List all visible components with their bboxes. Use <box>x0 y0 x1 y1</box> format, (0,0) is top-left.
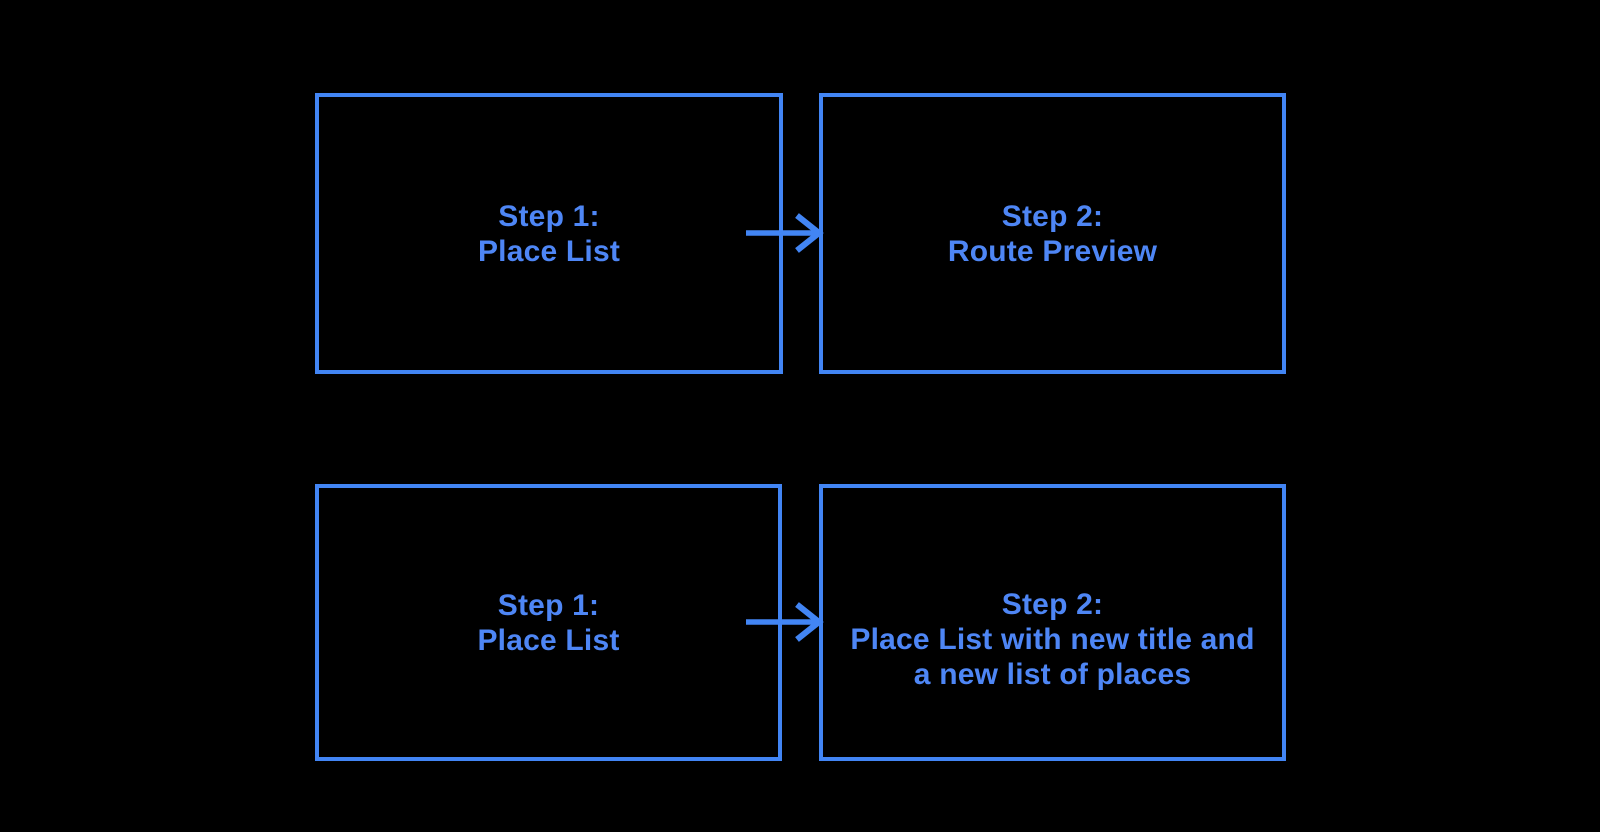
right-arrow-icon <box>746 213 824 253</box>
flow2-step1-place-list-box: Step 1: Place List <box>315 484 782 761</box>
box-label-line: Place List with new title and <box>850 623 1255 656</box>
box-label-line: Step 1: <box>498 199 600 233</box>
right-arrow-icon <box>746 602 824 642</box>
flow1-step2-route-preview-box: Step 2: Route Preview <box>819 93 1286 374</box>
box-label-line: Step 2: <box>1001 588 1104 621</box>
flow1-step1-place-list-box: Step 1: Place List <box>315 93 783 374</box>
box-label-line: Step 2: <box>1001 199 1104 233</box>
box-label-line: a new list of places <box>913 658 1192 691</box>
box-label-line: Route Preview <box>947 234 1158 268</box>
flow2-step2-new-place-list-box: Step 2: Place List with new title and a … <box>819 484 1286 761</box>
box-label-line: Step 1: <box>497 588 600 622</box>
box-label-line: Place List <box>477 234 621 268</box>
box-label-line: Place List <box>477 623 620 657</box>
